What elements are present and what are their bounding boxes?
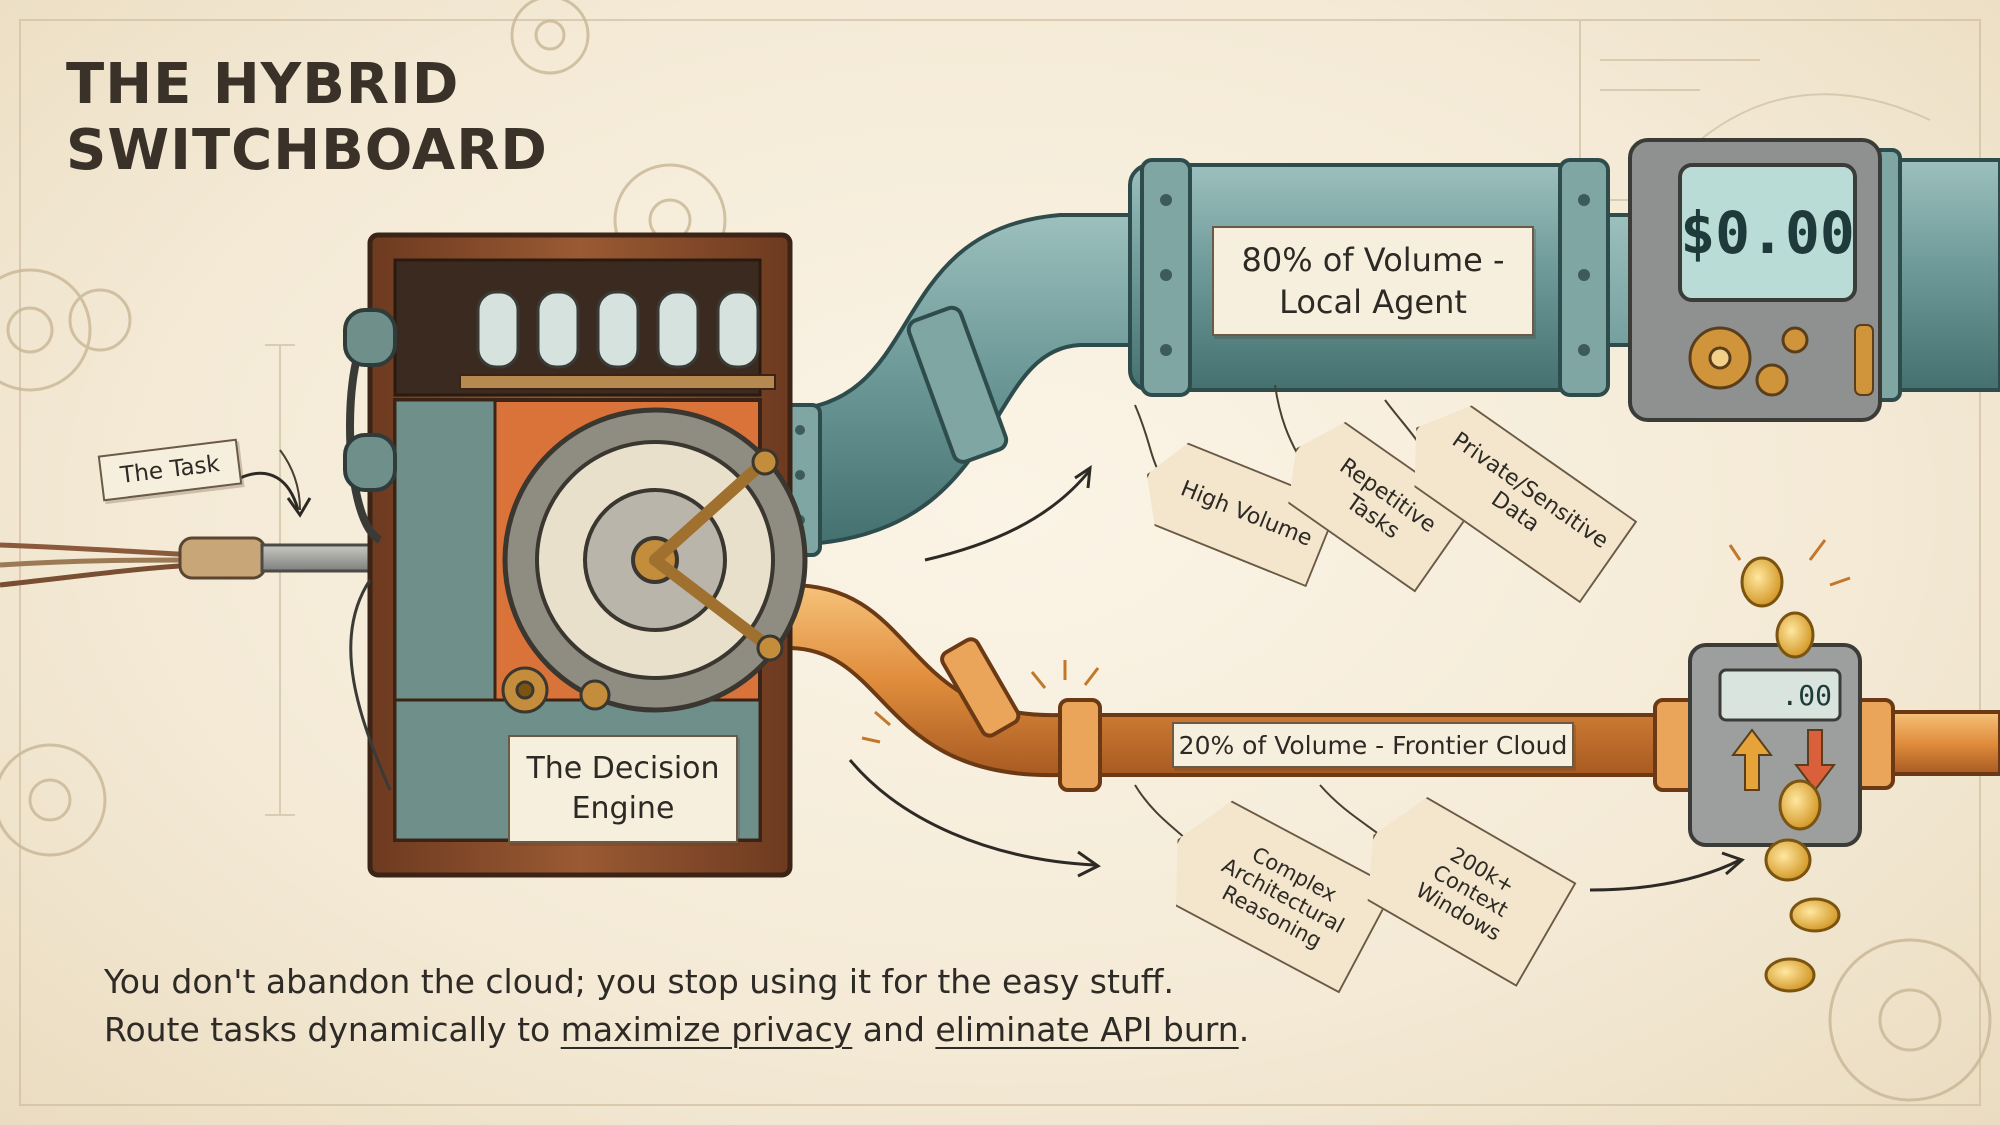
caption-line-2-e: . (1238, 1010, 1250, 1049)
cloud-meter-readout: .00 (1722, 672, 1838, 718)
flow-arrows (239, 464, 1745, 892)
coin-icon (1740, 556, 1841, 993)
caption: You don't abandon the cloud; you stop us… (104, 958, 1249, 1054)
gear-icon (1688, 326, 1809, 397)
arrow-down-icon (1793, 729, 1837, 792)
decision-engine-label-line-2: Engine (571, 791, 675, 826)
cloud-route-label-text: 20% of Volume - Frontier Cloud (1178, 730, 1568, 760)
cloud-route-label: 20% of Volume - Frontier Cloud (1172, 722, 1574, 768)
local-route-label-line-1: 80% of Volume - (1241, 241, 1505, 279)
cloud-meter-value: .00 (1781, 678, 1832, 712)
caption-emphasis-api-burn: eliminate API burn (935, 1010, 1239, 1049)
telephone-icon (343, 308, 397, 791)
local-route-label-line-2: Local Agent (1279, 283, 1467, 321)
local-meter-value: $0.00 (1680, 198, 1855, 267)
title-line-1: THE HYBRID (66, 52, 460, 117)
arrow-up-icon (1730, 728, 1774, 791)
caption-line-2-c: and (852, 1010, 936, 1049)
tag-strings (279, 384, 1421, 839)
local-meter (1628, 138, 1882, 422)
gear-icon (501, 666, 611, 714)
caption-line-2: Route tasks dynamically to maximize priv… (104, 1006, 1249, 1054)
decision-engine-label-line-1: The Decision (526, 751, 720, 786)
task-label-text: The Task (118, 451, 222, 489)
vacuum-tube-icon (476, 290, 760, 369)
page-title: THE HYBRID SWITCHBOARD (66, 52, 548, 184)
sparkle-marks (861, 539, 1851, 744)
decision-engine-label: The Decision Engine (508, 735, 738, 843)
local-route-label: 80% of Volume - Local Agent (1212, 226, 1534, 336)
title-line-2: SWITCHBOARD (66, 118, 548, 183)
local-meter-readout: $0.00 (1680, 170, 1855, 295)
caption-line-2-a: Route tasks dynamically to (104, 1010, 561, 1049)
caption-line-1: You don't abandon the cloud; you stop us… (104, 962, 1175, 1001)
dial-icon (502, 407, 808, 713)
caption-emphasis-privacy: maximize privacy (560, 1010, 853, 1049)
